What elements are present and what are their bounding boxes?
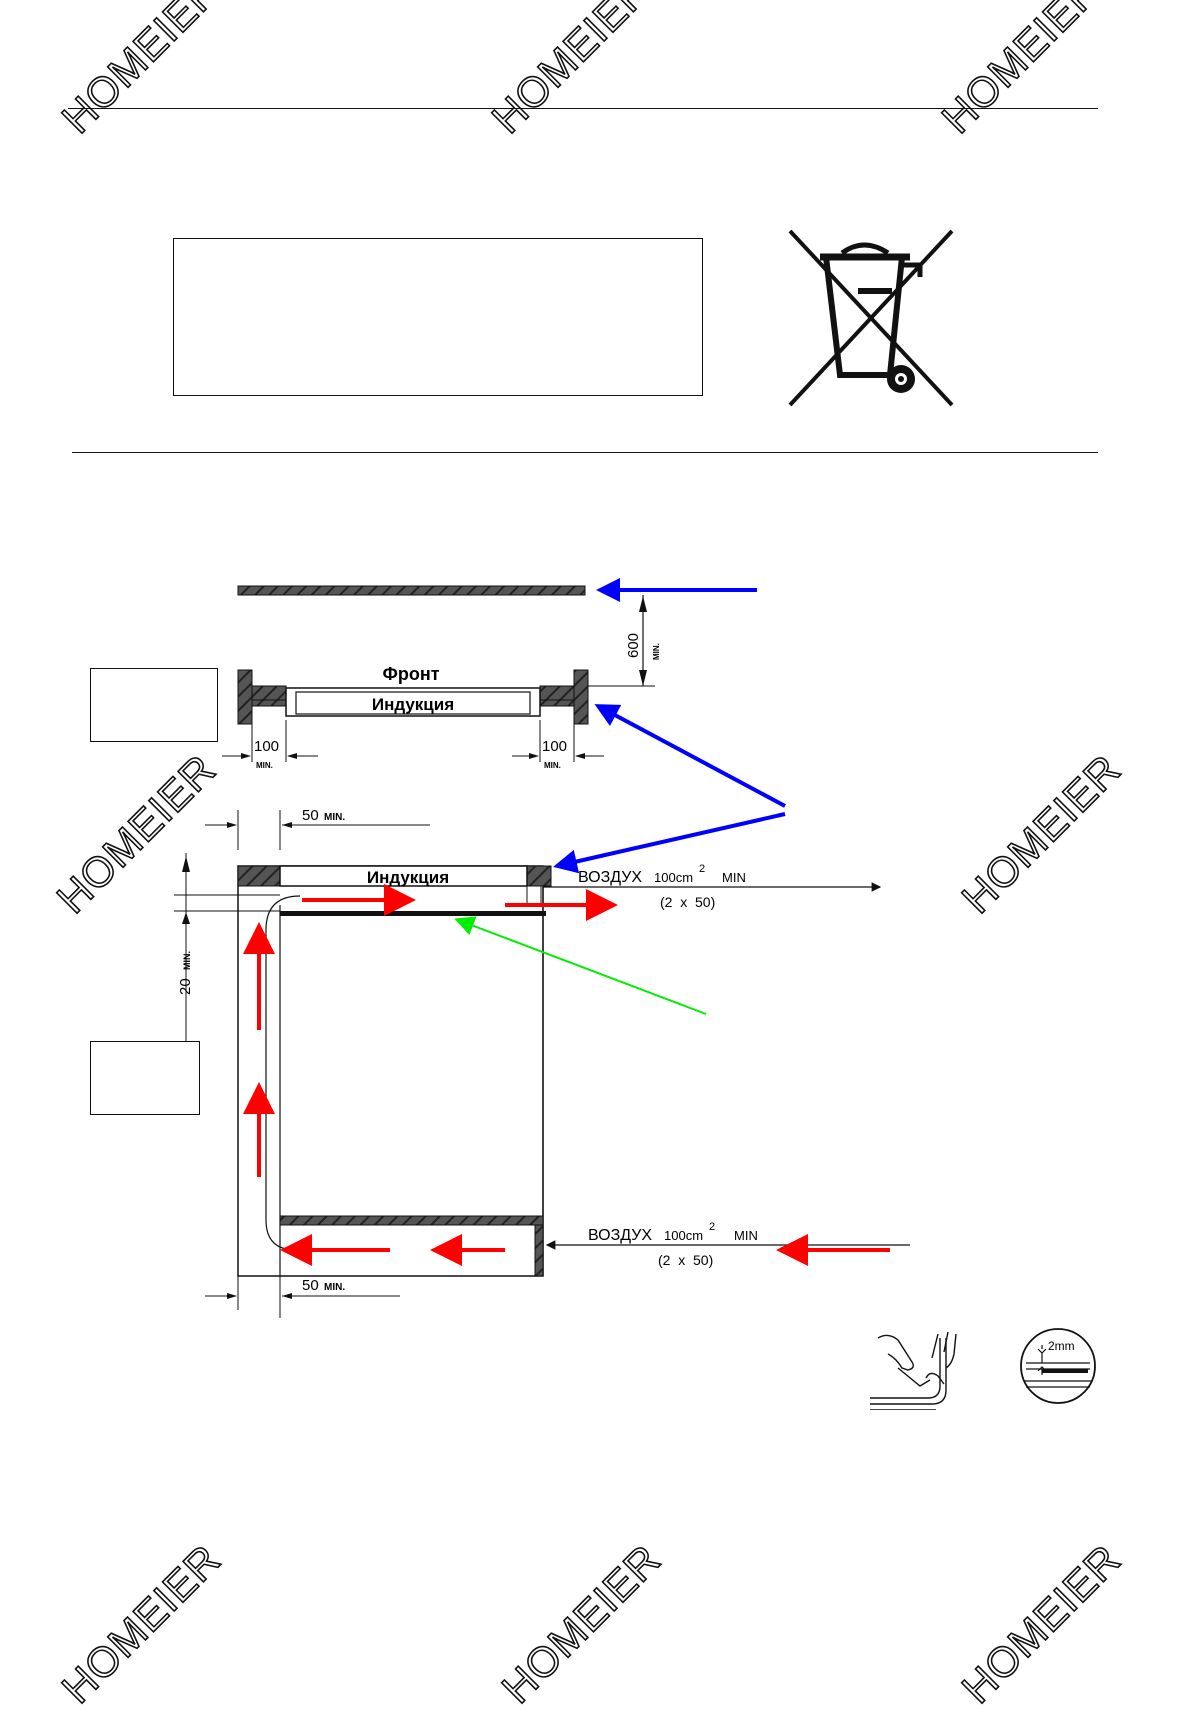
dim-50-bottom-min-label: MIN. bbox=[324, 1282, 345, 1293]
hob-label-top: Индукция bbox=[372, 695, 454, 714]
air-top-word: ВОЗДУХ bbox=[578, 869, 642, 886]
dim-600-min-label: MIN. bbox=[652, 643, 661, 660]
dim-100-right-min-label: MIN. bbox=[544, 761, 561, 770]
dim-100-left-label: 100 bbox=[254, 738, 279, 755]
section-rule bbox=[72, 452, 1098, 453]
air-top-sup: 2 bbox=[699, 863, 705, 875]
gasket-gap-label: 2mm bbox=[1048, 1339, 1075, 1353]
air-bottom-split: (2 x 50) bbox=[658, 1252, 713, 1268]
top-rule bbox=[68, 108, 1098, 109]
upper-shelf bbox=[237, 585, 586, 596]
separation-panel bbox=[280, 911, 546, 916]
air-top-split: (2 x 50) bbox=[660, 894, 715, 910]
gasket-gap-detail-icon: 2mm bbox=[1020, 1328, 1096, 1404]
air-bottom-word: ВОЗДУХ bbox=[588, 1227, 652, 1244]
dim-50-top-min-label: MIN. bbox=[324, 812, 345, 823]
cabinet-outline bbox=[237, 865, 544, 1277]
panel-pointer-arrow bbox=[454, 916, 707, 1015]
front-label: Фронт bbox=[382, 664, 439, 684]
dim-50-top-label: 50 bbox=[302, 807, 319, 824]
air-bottom-value: 100cm bbox=[664, 1228, 703, 1243]
air-bottom-sup: 2 bbox=[709, 1221, 715, 1233]
dim-600-label: 600 bbox=[625, 633, 642, 658]
blank-label-box-lower bbox=[90, 1041, 200, 1115]
dim-50-bottom-label: 50 bbox=[302, 1277, 319, 1294]
air-top-min: MIN bbox=[722, 870, 746, 885]
dim-100-right-label: 100 bbox=[542, 738, 567, 755]
wall-pointer-arrow-top bbox=[594, 704, 786, 808]
hob-label-side: Индукция bbox=[367, 868, 449, 887]
air-top-value: 100cm bbox=[654, 870, 693, 885]
crossed-out-wheelie-bin-icon bbox=[788, 229, 954, 407]
blank-label-box-upper bbox=[90, 668, 218, 742]
dim-20-min-label: MIN. bbox=[182, 951, 192, 970]
dim-100-left-min-label: MIN. bbox=[256, 761, 273, 770]
dim-20-label: 20 bbox=[177, 978, 194, 995]
airflow-arrows bbox=[243, 884, 890, 1266]
air-bottom-min: MIN bbox=[734, 1228, 758, 1243]
wall-pointer-arrow-side bbox=[553, 812, 786, 874]
blank-notice-box bbox=[173, 238, 703, 396]
gasket-fitting-icon bbox=[870, 1331, 957, 1410]
